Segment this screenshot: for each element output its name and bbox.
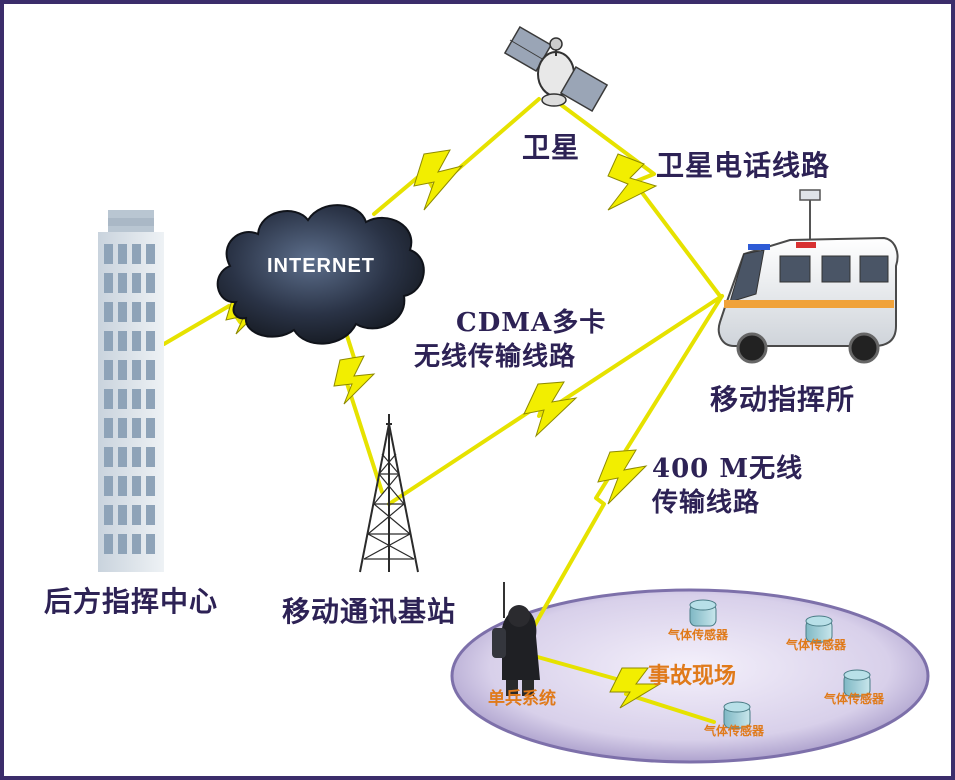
building-window (146, 447, 155, 467)
building-window (132, 389, 141, 409)
building-window (132, 418, 141, 438)
building-window (118, 273, 127, 293)
satellite-icon (503, 25, 609, 113)
mobile-tower-icon (359, 414, 419, 573)
gas-sensor-label: 气体传感器 (824, 692, 885, 706)
building-window (118, 360, 127, 380)
building-window (118, 331, 127, 351)
link-internet-tower (340, 318, 384, 494)
gas-sensor-icon (805, 615, 833, 643)
building-window (104, 244, 113, 264)
link-internet-satellite (372, 97, 541, 216)
building-window (146, 360, 155, 380)
internet-cloud-icon (216, 204, 425, 345)
building-window (146, 505, 155, 525)
bolt-internet-tower (333, 355, 376, 405)
building-window (146, 331, 155, 351)
gas-sensor-icon (723, 701, 751, 729)
building-window (132, 331, 141, 351)
link-soldier-van (522, 294, 724, 646)
mobile-base-station-label: 移动通讯基站 (282, 595, 457, 628)
building-window (118, 418, 127, 438)
building-window (118, 302, 127, 322)
building-window (104, 273, 113, 293)
link-satellite-van (558, 102, 722, 298)
building-window (146, 476, 155, 496)
building-window (146, 244, 155, 264)
building-window (146, 389, 155, 409)
gas-sensor-label: 气体传感器 (786, 638, 847, 652)
cdma-line-label-1: CDMA多卡 (456, 308, 607, 338)
building-window (132, 447, 141, 467)
bolt-satellite-van (607, 153, 658, 211)
bolt-tower-van (523, 381, 578, 438)
building-window (132, 534, 141, 554)
m400-line-label-2: 传输线路 (652, 488, 761, 518)
m400-line-label-1: 400 M无线 (652, 454, 804, 484)
cdma-line-label-2: 无线传输线路 (414, 342, 577, 372)
building-window (132, 302, 141, 322)
building-window (104, 447, 113, 467)
building-window (104, 302, 113, 322)
building-window (146, 534, 155, 554)
satellite-label: 卫星 (522, 131, 581, 164)
building-window (104, 534, 113, 554)
bolt-soldier-van (597, 449, 648, 505)
building-window (104, 331, 113, 351)
building-window (146, 273, 155, 293)
mobile-command-post-label: 移动指挥所 (710, 383, 856, 416)
building-window (104, 389, 113, 409)
building-window (146, 302, 155, 322)
command-van-icon (717, 189, 899, 364)
satellite-phone-line-label: 卫星电话线路 (656, 149, 831, 182)
gas-sensor-icon (843, 669, 871, 697)
building-window (132, 244, 141, 264)
building-window (104, 360, 113, 380)
building-window (104, 418, 113, 438)
building-window (146, 418, 155, 438)
individual-soldier-system-label: 单兵系统 (488, 689, 556, 708)
building-window (132, 273, 141, 293)
building-window (118, 476, 127, 496)
rear-command-center-label: 后方指挥中心 (44, 585, 219, 618)
gas-sensor-label: 气体传感器 (704, 724, 765, 738)
building-window (118, 389, 127, 409)
building-window (118, 505, 127, 525)
diagram-canvas (98, 25, 930, 764)
gas-sensor-icon (689, 599, 717, 627)
building-window (132, 476, 141, 496)
bolt-soldier-sensor (609, 667, 662, 709)
office-building-icon (98, 210, 164, 572)
building-window (118, 534, 127, 554)
bolt-internet-satellite (413, 149, 464, 211)
incident-scene-label: 事故现场 (648, 663, 737, 688)
soldier-icon (492, 582, 540, 696)
building-window (132, 360, 141, 380)
building-window (104, 476, 113, 496)
building-window (132, 505, 141, 525)
building-window (104, 505, 113, 525)
building-window (118, 447, 127, 467)
building-window (118, 244, 127, 264)
internet-label: INTERNET (267, 255, 375, 277)
gas-sensor-label: 气体传感器 (668, 628, 729, 642)
